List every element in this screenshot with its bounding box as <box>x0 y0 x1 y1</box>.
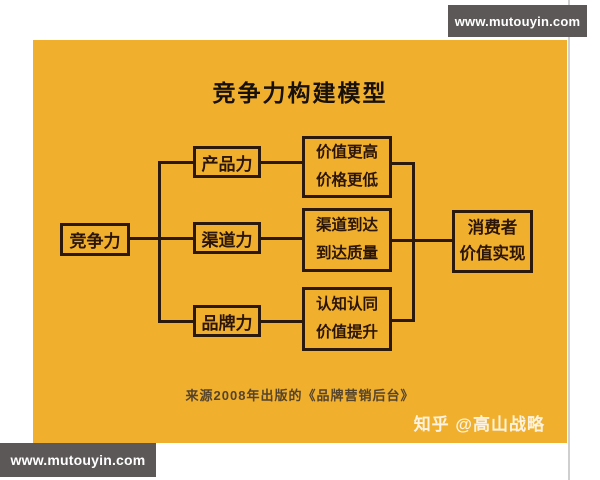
node-channel-outcomes: 渠道到达 到达质量 <box>302 208 392 272</box>
connector-detail1-to-trunk <box>390 162 415 165</box>
node-channel-power-label: 渠道力 <box>201 230 253 250</box>
node-brand-power-label: 品牌力 <box>201 313 253 333</box>
page-edge-divider <box>568 0 570 480</box>
source-attribution: 来源2008年出版的《品牌营销后台》 <box>185 388 415 403</box>
brand-outcome-line1: 认知认同 <box>315 296 378 314</box>
watermark-url-top: www.mutouyin.com <box>454 13 581 29</box>
zhihu-author-watermark: 知乎 @高山战略 <box>413 415 545 434</box>
connector-brand-to-detail <box>259 320 304 323</box>
connector-left-trunk <box>158 161 161 323</box>
channel-outcome-line1: 渠道到达 <box>315 217 378 235</box>
node-competitiveness-label: 竞争力 <box>69 232 121 251</box>
watermark-banner-top: www.mutouyin.com <box>448 5 587 37</box>
node-brand-power: 品牌力 <box>193 305 261 337</box>
consumer-value-line2: 价值实现 <box>459 244 526 263</box>
node-competitiveness: 竞争力 <box>60 223 130 256</box>
consumer-value-line1: 消费者 <box>467 218 518 237</box>
watermark-banner-bottom: www.mutouyin.com <box>0 443 156 477</box>
poster-background <box>33 40 567 443</box>
connector-branch-brand <box>158 320 195 323</box>
connector-branch-product <box>158 161 195 164</box>
connector-product-to-detail <box>259 161 304 164</box>
node-product-outcomes: 价值更高 价格更低 <box>302 136 392 198</box>
node-product-power-label: 产品力 <box>201 154 253 174</box>
diagram-title: 竞争力构建模型 <box>212 80 388 106</box>
node-product-power: 产品力 <box>193 146 261 178</box>
watermark-url-bottom: www.mutouyin.com <box>10 452 146 468</box>
connector-detail3-to-trunk <box>390 319 415 322</box>
connector-detail2-to-result <box>390 239 454 242</box>
node-brand-outcomes: 认知认同 价值提升 <box>302 287 392 351</box>
brand-outcome-line2: 价值提升 <box>315 324 378 341</box>
connector-right-trunk <box>412 162 415 322</box>
node-consumer-value: 消费者 价值实现 <box>452 210 533 273</box>
connector-root-to-trunk <box>128 237 195 240</box>
connector-channel-to-detail <box>259 237 304 240</box>
channel-outcome-line2: 到达质量 <box>315 245 378 262</box>
product-outcome-line2: 价格更低 <box>315 172 378 189</box>
node-channel-power: 渠道力 <box>193 222 261 254</box>
product-outcome-line1: 价值更高 <box>315 144 378 162</box>
